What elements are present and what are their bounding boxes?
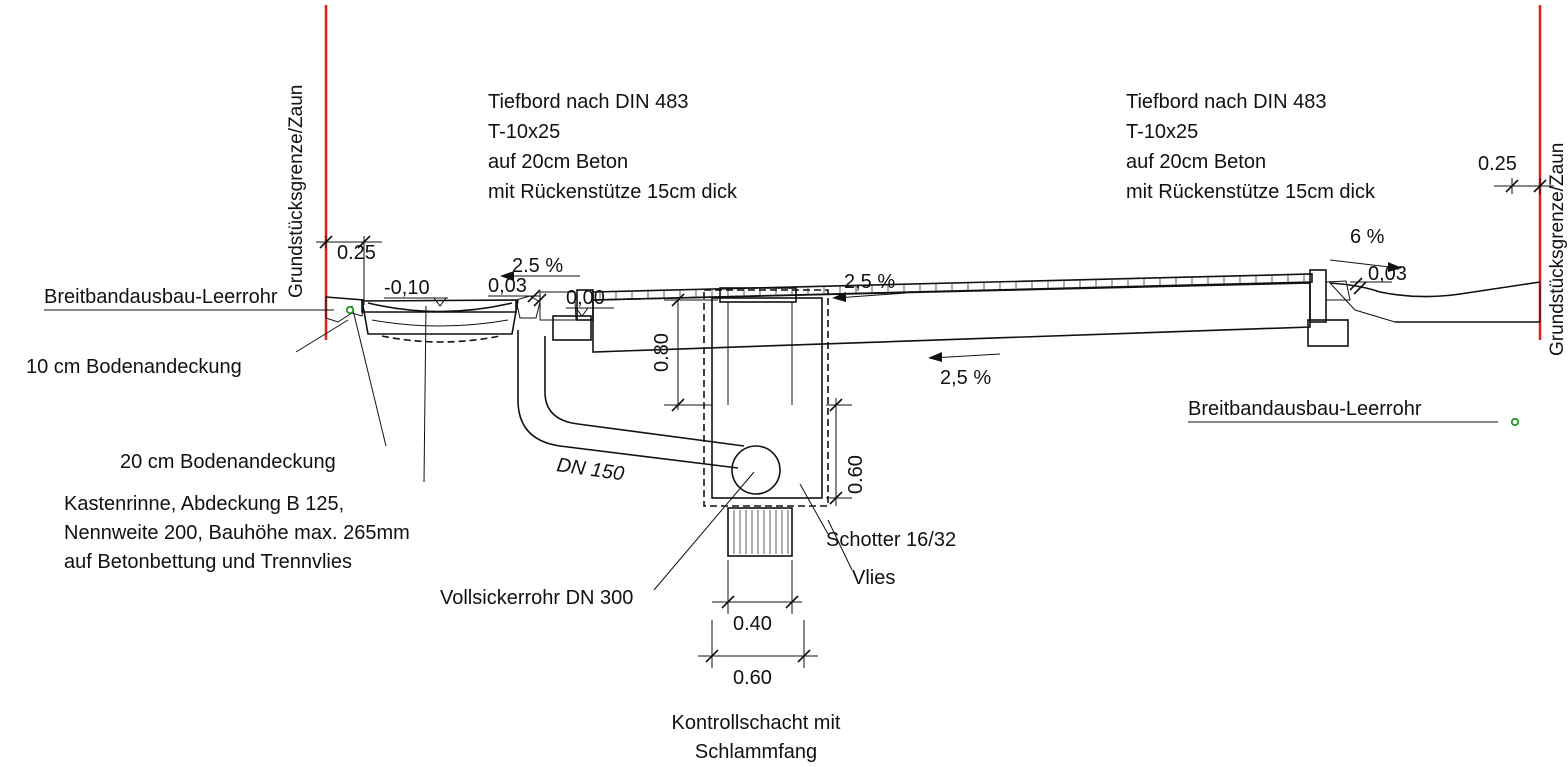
svg-text:T-10x25: T-10x25 (1126, 121, 1198, 143)
svg-text:auf 20cm Beton: auf 20cm Beton (488, 151, 628, 173)
drain-pipe-label: Vollsickerrohr DN 300 (440, 587, 633, 609)
dn150-label: DN 150 (555, 454, 625, 485)
svg-text:Kontrollschacht mit: Kontrollschacht mit (672, 712, 841, 734)
gravel-label: Schotter 16/32 (826, 529, 956, 551)
soil-right (1328, 281, 1541, 323)
dim-025-right: 0.25 (1478, 153, 1517, 175)
svg-text:mit Rückenstütze 15cm dick: mit Rückenstütze 15cm dick (1126, 181, 1376, 203)
dim-040: 0.40 (733, 613, 772, 635)
curb-right-label: Tiefbord nach DIN 483 T-10x25 auf 20cm B… (1126, 91, 1376, 203)
curb-left-label: Tiefbord nach DIN 483 T-10x25 auf 20cm B… (488, 91, 738, 203)
box-channel (361, 295, 541, 343)
fleece-label: Vlies (852, 567, 895, 589)
svg-text:T-10x25: T-10x25 (488, 121, 560, 143)
dim-025-left: 0.25 (337, 242, 376, 264)
soil-20-label: 20 cm Bodenandeckung (120, 451, 336, 473)
slope-25-left: 2.5 % (512, 255, 563, 277)
dim-060-vert: 0.60 (845, 455, 867, 494)
conduit-marker-right (1510, 417, 1520, 427)
slope-25-top: 2,5 % (844, 271, 895, 293)
broadband-right-label: Breitbandausbau-Leerrohr (1188, 398, 1422, 420)
broadband-left-label: Breitbandausbau-Leerrohr (44, 286, 278, 308)
dim-080: 0.80 (651, 333, 673, 372)
elev-003-left: 0,03 (488, 275, 527, 297)
slope-6: 6 % (1350, 226, 1385, 248)
gravel-trench (703, 289, 829, 557)
slope-arrows (500, 259, 1402, 362)
conduit-marker-left (345, 305, 355, 315)
manhole-label: Kontrollschacht mit Schlammfang (672, 712, 841, 763)
dn150-pipe (517, 330, 745, 469)
elev-000: 0,00 (566, 287, 605, 309)
dimensions (316, 178, 1554, 668)
property-label-right: Grundstücksgrenze/Zaun (1547, 143, 1568, 356)
box-channel-label: Kastenrinne, Abdeckung B 125, Nennweite … (64, 493, 410, 573)
dim-060-horiz: 0.60 (733, 667, 772, 689)
elev-minus010: -0,10 (384, 277, 430, 299)
svg-text:auf 20cm Beton: auf 20cm Beton (1126, 151, 1266, 173)
svg-text:Nennweite 200, Bauhöhe max. 26: Nennweite 200, Bauhöhe max. 265mm (64, 522, 410, 544)
soil-10-label: 10 cm Bodenandeckung (26, 356, 242, 378)
svg-text:Tiefbord nach DIN 483: Tiefbord nach DIN 483 (488, 91, 688, 113)
elev-003-right: 0,03 (1368, 263, 1407, 285)
svg-text:Schlammfang: Schlammfang (695, 741, 817, 763)
svg-text:Kastenrinne, Abdeckung B 125,: Kastenrinne, Abdeckung B 125, (64, 493, 344, 515)
svg-text:Tiefbord nach DIN 483: Tiefbord nach DIN 483 (1126, 91, 1326, 113)
slope-25-bottom: 2,5 % (940, 367, 991, 389)
property-label-left: Grundstücksgrenze/Zaun (286, 85, 307, 298)
elevation-markers (384, 277, 1392, 317)
pavement (592, 273, 1313, 353)
svg-text:mit Rückenstütze 15cm dick: mit Rückenstütze 15cm dick (488, 181, 738, 203)
curb-right (1307, 269, 1351, 347)
leader-lines (44, 305, 1520, 591)
svg-text:auf Betonbettung und Trennvlie: auf Betonbettung und Trennvlies (64, 551, 352, 573)
